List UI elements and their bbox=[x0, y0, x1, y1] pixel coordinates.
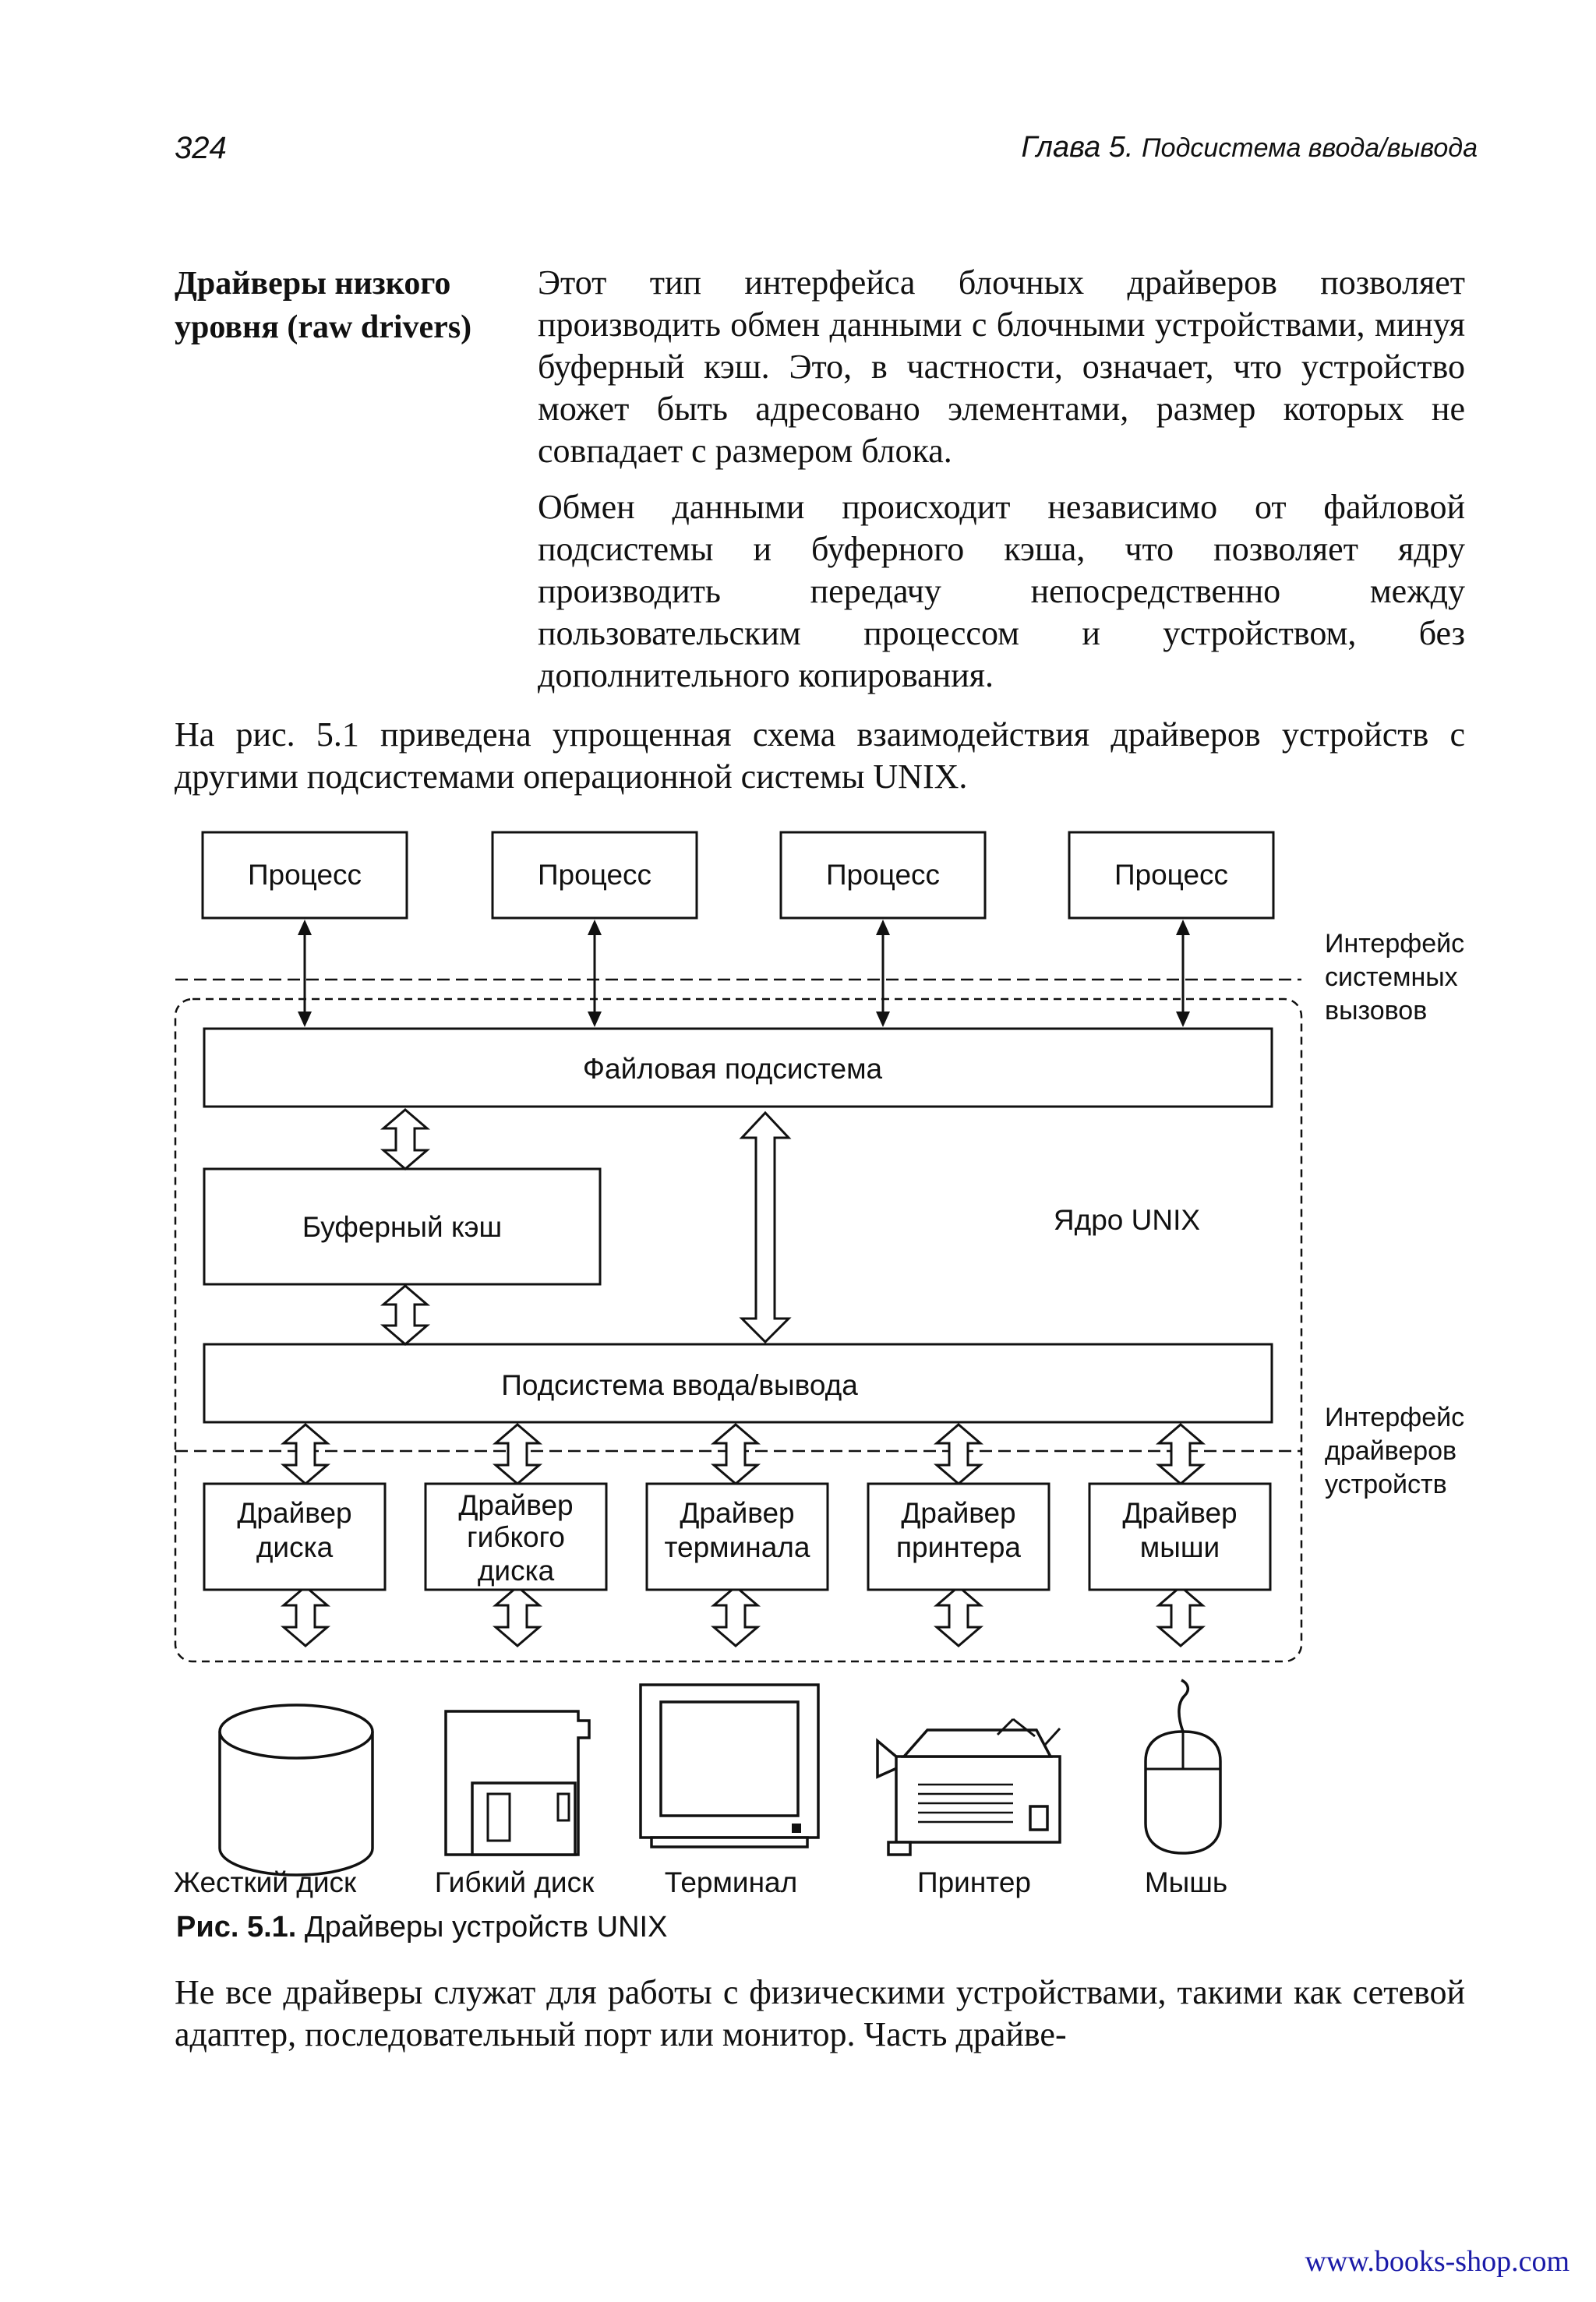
printer-icon bbox=[876, 1718, 1061, 1856]
device-label-hard-disk: Жесткий диск bbox=[174, 1866, 357, 1898]
mouse-icon bbox=[1144, 1679, 1222, 1855]
process-box-2: Процесс bbox=[491, 831, 698, 920]
process-file-arrows bbox=[298, 920, 1190, 1027]
page-number: 324 bbox=[175, 131, 227, 165]
definition-term-line2: уровня (raw drivers) bbox=[175, 309, 472, 345]
device-label-printer: Принтер bbox=[917, 1866, 1031, 1898]
definition-paragraph-2: Обмен данными происходит независимо от ф… bbox=[538, 488, 1465, 694]
driver-interface-line1: Интерфейс bbox=[1325, 1403, 1464, 1432]
syscall-interface-line1: Интерфейс bbox=[1325, 929, 1464, 959]
hard-disk-icon bbox=[218, 1704, 374, 1877]
driver-floppy-line3: диска bbox=[478, 1555, 555, 1587]
driver-interface-line2: драйверов bbox=[1325, 1436, 1457, 1466]
definition-term: Драйверы низкого уровня (raw drivers) bbox=[175, 262, 510, 349]
chapter-title: Подсистема ввода/вывода bbox=[1142, 133, 1478, 163]
process-label-1: Процесс bbox=[248, 859, 362, 891]
kernel-boundary bbox=[174, 997, 1303, 1663]
driver-terminal-line2: терминала bbox=[665, 1531, 810, 1563]
driver-disk-line1: Драйвер bbox=[237, 1497, 351, 1529]
thin-arrow-3 bbox=[876, 920, 890, 1027]
buffer-cache-label: Буферный кэш bbox=[302, 1211, 502, 1243]
continuation-paragraph: Не все драйверы служат для работы с физи… bbox=[175, 1973, 1465, 2053]
figure-caption: Рис. 5.1. Драйверы устройств UNIX bbox=[176, 1911, 667, 1944]
driver-printer-line1: Драйвер bbox=[901, 1497, 1015, 1529]
io-subsystem-box: Подсистема ввода/вывода bbox=[203, 1343, 1273, 1424]
buffer-cache-box: Буферный кэш bbox=[203, 1167, 602, 1286]
definition-term-line1: Драйверы низкого bbox=[175, 266, 451, 302]
driver-interface-line3: устройств bbox=[1325, 1470, 1447, 1499]
driver-box-terminal: Драйвер терминала bbox=[645, 1482, 829, 1591]
driver-box-disk: Драйвер диска bbox=[203, 1482, 387, 1591]
device-label-floppy: Гибкий диск bbox=[435, 1866, 595, 1898]
figure-caption-text: Драйверы устройств UNIX bbox=[304, 1911, 668, 1944]
driver-floppy-line1: Драйвер bbox=[458, 1489, 573, 1521]
driver-mouse-line1: Драйвер bbox=[1122, 1497, 1237, 1529]
file-subsystem-box: Файловая подсистема bbox=[203, 1027, 1273, 1108]
process-label-3: Процесс bbox=[826, 859, 940, 891]
hollow-arrow-io-driver4 bbox=[933, 1423, 984, 1485]
process-label-2: Процесс bbox=[538, 859, 651, 891]
process-label-4: Процесс bbox=[1114, 859, 1228, 891]
process-box-1: Процесс bbox=[201, 831, 408, 920]
figure-caption-number: Рис. 5.1. bbox=[176, 1911, 297, 1944]
syscall-interface-line2: системных bbox=[1325, 962, 1458, 992]
chapter-number: Глава 5. bbox=[1021, 131, 1134, 164]
hollow-arrow-io-driver3 bbox=[710, 1423, 761, 1485]
hollow-arrow-driver1-device bbox=[280, 1585, 331, 1647]
hollow-arrow-driver5-device bbox=[1155, 1585, 1206, 1647]
device-label-mouse: Мышь bbox=[1145, 1866, 1227, 1898]
terminal-icon bbox=[639, 1683, 820, 1848]
hollow-arrow-file-io bbox=[739, 1110, 792, 1344]
hollow-arrow-driver3-device bbox=[710, 1585, 761, 1647]
hollow-arrow-file-cache bbox=[380, 1108, 431, 1170]
watermark: www.books-shop.com bbox=[1305, 2245, 1570, 2278]
definition-paragraph-1: Этот тип интерфейса блочных драйверов по… bbox=[538, 263, 1465, 470]
hollow-arrow-io-driver2 bbox=[492, 1423, 543, 1485]
floppy-disk-icon bbox=[444, 1710, 591, 1856]
io-subsystem-label: Подсистема ввода/вывода bbox=[501, 1369, 858, 1401]
hollow-arrow-driver2-device bbox=[492, 1585, 543, 1647]
thin-arrow-1 bbox=[298, 920, 312, 1027]
driver-floppy-line2: гибкого bbox=[467, 1521, 565, 1553]
hollow-arrow-io-driver1 bbox=[280, 1423, 331, 1485]
file-subsystem-label: Файловая подсистема bbox=[583, 1053, 883, 1085]
driver-disk-line2: диска bbox=[256, 1531, 334, 1563]
running-head: Глава 5. Подсистема ввода/вывода bbox=[1022, 131, 1478, 164]
hollow-arrows bbox=[280, 1108, 1206, 1647]
hollow-arrow-driver4-device bbox=[933, 1585, 984, 1647]
hollow-arrow-io-driver5 bbox=[1155, 1423, 1206, 1485]
driver-box-mouse: Драйвер мыши bbox=[1088, 1482, 1272, 1591]
device-label-terminal: Терминал bbox=[665, 1866, 797, 1898]
process-box-3: Процесс bbox=[779, 831, 987, 920]
intro-paragraph: На рис. 5.1 приведена упрощенная схема в… bbox=[175, 715, 1465, 796]
driver-box-printer: Драйвер принтера bbox=[867, 1482, 1050, 1591]
kernel-label: Ядро UNIX bbox=[1054, 1204, 1200, 1236]
hollow-arrow-cache-io bbox=[380, 1284, 431, 1346]
process-box-4: Процесс bbox=[1068, 831, 1275, 920]
driver-mouse-line2: мыши bbox=[1140, 1531, 1220, 1563]
syscall-interface-line3: вызовов bbox=[1325, 996, 1427, 1026]
driver-terminal-line1: Драйвер bbox=[680, 1497, 794, 1529]
driver-box-floppy: Драйвер гибкого диска bbox=[424, 1482, 608, 1591]
thin-arrow-4 bbox=[1176, 920, 1190, 1027]
driver-printer-line2: принтера bbox=[896, 1531, 1021, 1563]
thin-arrow-2 bbox=[588, 920, 602, 1027]
